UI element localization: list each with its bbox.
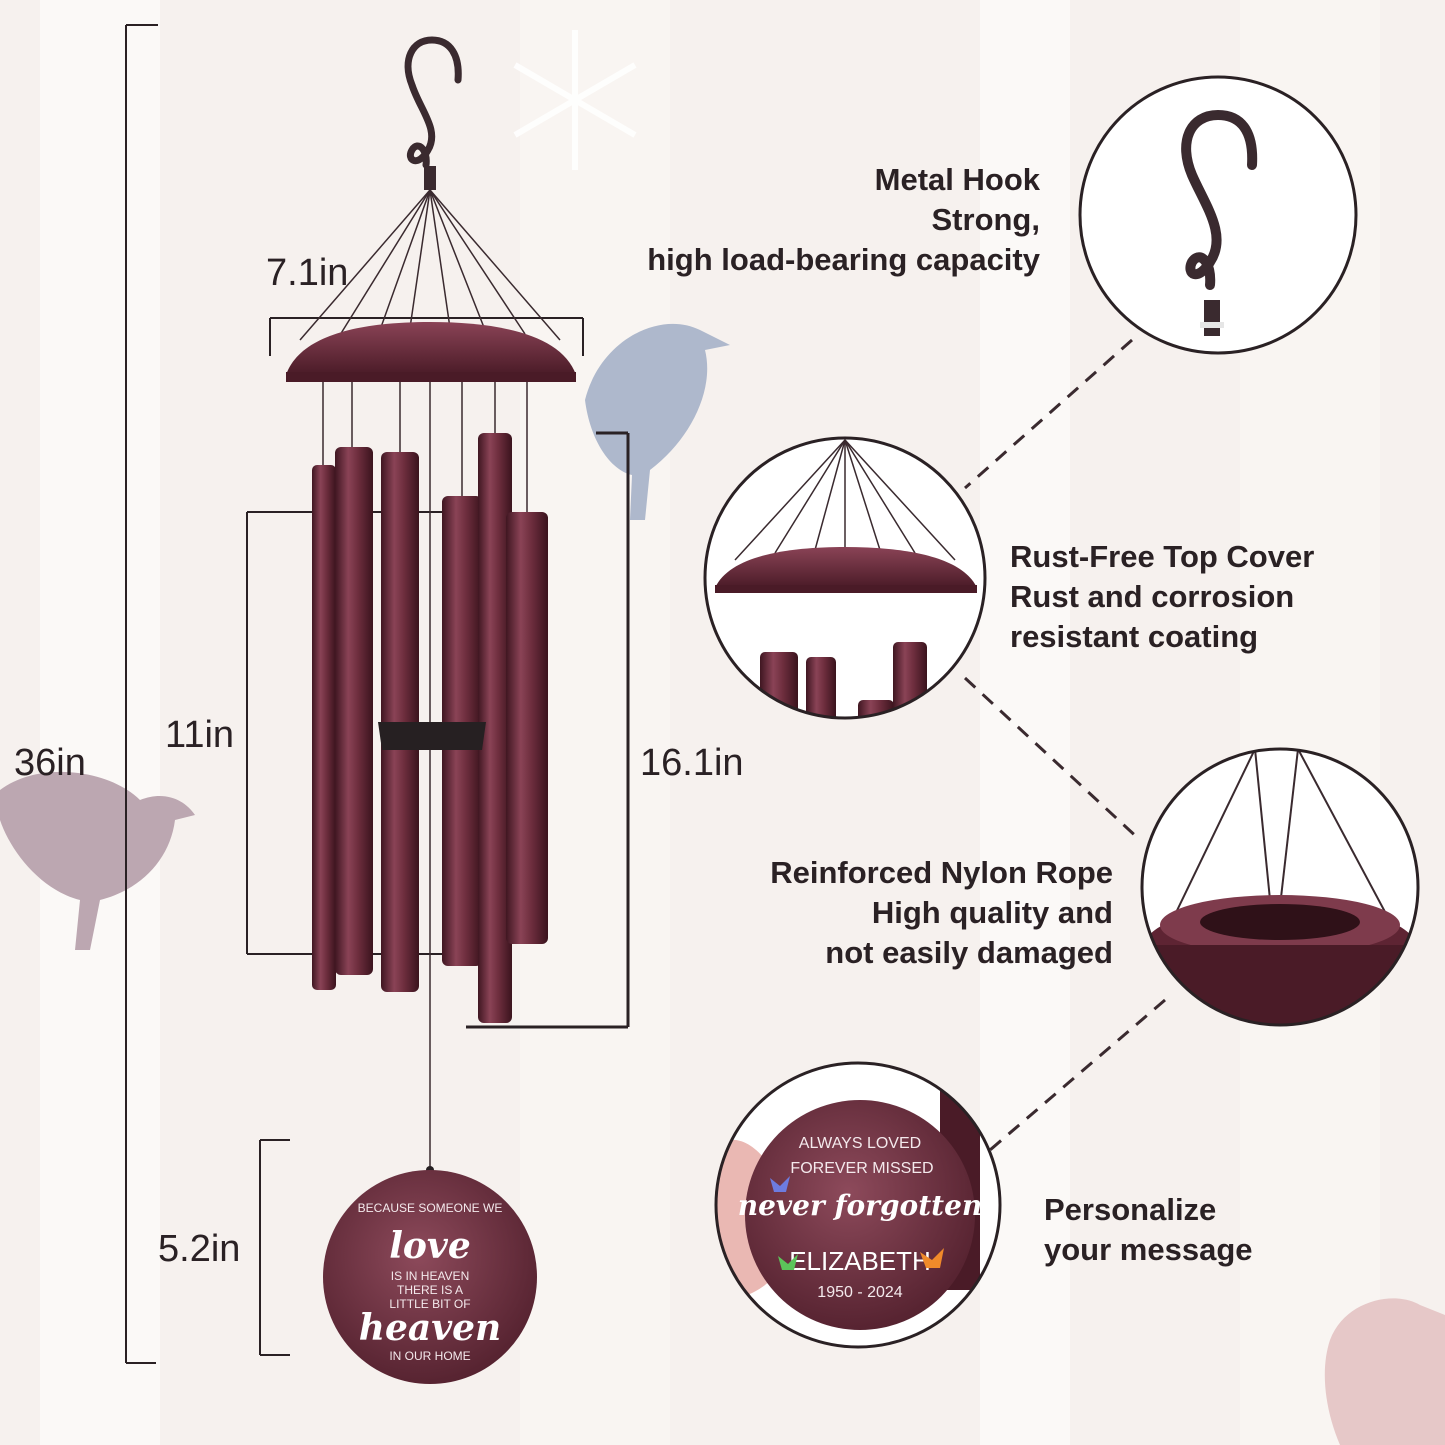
pendant-line3: IS IN HEAVEN bbox=[391, 1269, 469, 1283]
bird-mauve-icon bbox=[0, 771, 195, 950]
detail-circle-personalize: ALWAYS LOVED FOREVER MISSED never forgot… bbox=[714, 1061, 1002, 1349]
pendant-line2: love bbox=[389, 1225, 471, 1267]
feature-cover: Rust-Free Top Cover Rust and corrosion r… bbox=[1010, 537, 1314, 657]
bracket-16in bbox=[466, 431, 630, 1029]
dim-top-width: 7.1in bbox=[266, 252, 349, 294]
top-width-bracket bbox=[269, 317, 584, 356]
pendant-line1: BECAUSE SOMEONE WE bbox=[358, 1201, 503, 1215]
pendant-line5: LITTLE BIT OF bbox=[389, 1297, 470, 1311]
bird-blue-icon bbox=[585, 323, 730, 520]
dim-16in: 16.1in bbox=[640, 742, 744, 784]
main-pendant: BECAUSE SOMEONE WE love IS IN HEAVEN THE… bbox=[323, 1166, 537, 1384]
detail-circle-rope bbox=[1140, 747, 1420, 1027]
feature-cover-line2: resistant coating bbox=[1010, 619, 1259, 654]
butterfly-orange-icon bbox=[920, 1248, 944, 1268]
wind-chime: BECAUSE SOMEONE WE love IS IN HEAVEN THE… bbox=[286, 36, 576, 1384]
custom-pendant-line1: ALWAYS LOVED bbox=[799, 1135, 921, 1152]
dim-11in: 11in bbox=[165, 714, 235, 756]
custom-pendant-line5: 1950 - 2024 bbox=[817, 1284, 903, 1301]
dim-5in: 5.2in bbox=[158, 1228, 241, 1270]
butterfly-blue-icon bbox=[770, 1176, 790, 1192]
pendant-line7: IN OUR HOME bbox=[389, 1349, 470, 1363]
bracket-5in bbox=[259, 1139, 290, 1356]
detail-circle-hook bbox=[1078, 75, 1358, 355]
pendant-line6: heaven bbox=[359, 1307, 501, 1349]
custom-pendant-line3: never forgotten bbox=[738, 1189, 983, 1222]
total-height-bracket bbox=[125, 24, 158, 1364]
feature-hook-title: Metal Hook bbox=[874, 162, 1040, 197]
feature-personalize: Personalize your message bbox=[1044, 1190, 1253, 1270]
detail-circle-cover bbox=[703, 436, 987, 720]
connector-lines bbox=[963, 338, 1166, 1152]
feature-rope: Reinforced Nylon Rope High quality and n… bbox=[770, 853, 1113, 973]
feature-hook: Metal Hook Strong, high load-bearing cap… bbox=[647, 160, 1040, 280]
feature-rope-title: Reinforced Nylon Rope bbox=[770, 855, 1113, 890]
dim-total-height: 36in bbox=[14, 742, 86, 784]
butterfly-green-icon bbox=[778, 1254, 798, 1270]
feature-personalize-title: Personalize bbox=[1044, 1192, 1217, 1227]
hook-detail-icon bbox=[1181, 109, 1258, 290]
feature-hook-line2: high load-bearing capacity bbox=[647, 242, 1040, 277]
bird-pink-icon bbox=[1324, 1298, 1445, 1445]
snowflake-icon bbox=[513, 30, 637, 170]
chime-tubes bbox=[312, 433, 548, 1023]
feature-rope-line2: not easily damaged bbox=[825, 935, 1113, 970]
custom-pendant-line4: ELIZABETH bbox=[789, 1246, 931, 1276]
feature-rope-line1: High quality and bbox=[871, 895, 1113, 930]
hook-icon bbox=[404, 36, 462, 169]
pendant-line4: THERE IS A bbox=[397, 1283, 463, 1297]
feature-personalize-line1: your message bbox=[1044, 1232, 1253, 1267]
feature-cover-title: Rust-Free Top Cover bbox=[1010, 539, 1315, 574]
feature-hook-line1: Strong, bbox=[931, 202, 1041, 237]
feature-cover-line1: Rust and corrosion bbox=[1010, 579, 1295, 614]
custom-pendant-line2: FOREVER MISSED bbox=[790, 1160, 933, 1177]
